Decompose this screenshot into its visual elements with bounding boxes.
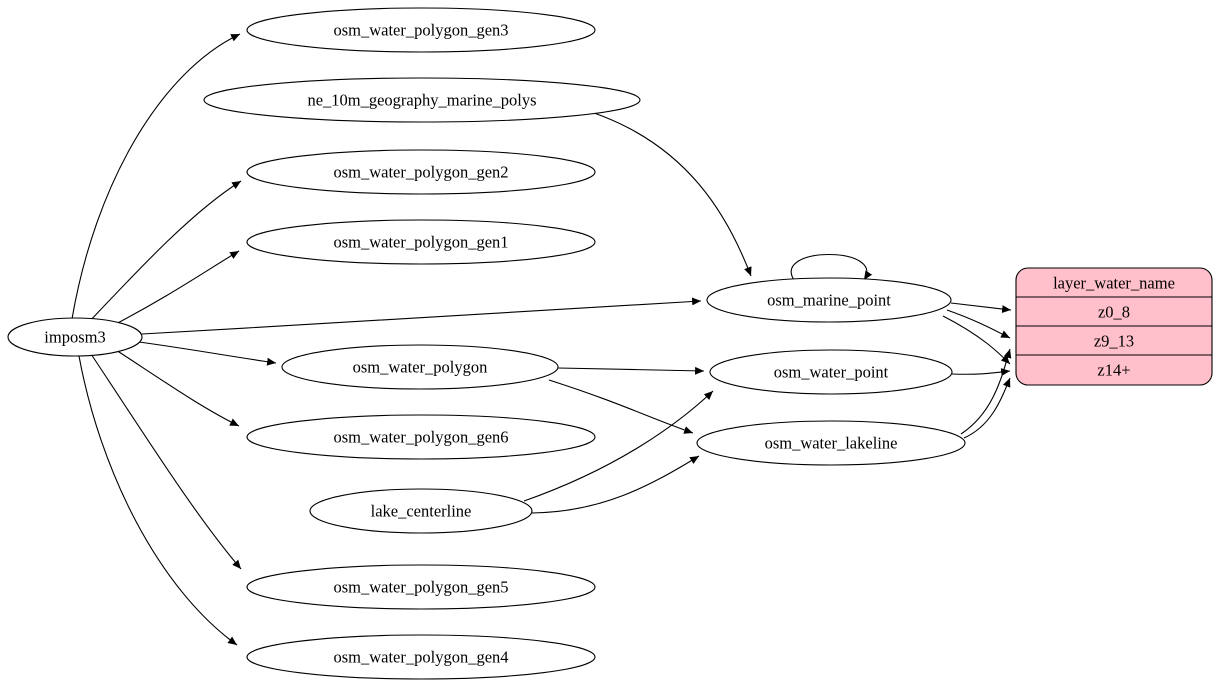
node-layer_water_name: layer_water_name z0_8 z9_13 z14+ — [1015, 267, 1213, 386]
node-lake_centerline: lake_centerline — [309, 488, 533, 534]
node-osm_water_polygon_gen3-shape — [246, 7, 596, 53]
edge-imposm3-to-osm_water_polygon_gen6 — [115, 349, 240, 427]
node-osm_marine_point-label: osm_marine_point — [767, 291, 891, 310]
node-osm_water_lakeline-shape — [696, 420, 966, 466]
edge-lake_centerline-to-osm_water_point — [523, 390, 714, 502]
node-osm_water_polygon-shape — [281, 344, 559, 390]
edge-osm_marine_point-self-loop — [790, 253, 873, 281]
node-osm_water_point-label: osm_water_point — [774, 363, 889, 382]
node-osm_water_polygon_gen6-shape — [246, 414, 596, 460]
edge-osm_marine_point-to-z9_13 — [946, 309, 1011, 339]
node-osm_water_point: osm_water_point — [709, 349, 953, 395]
node-osm_water_polygon_gen3-label: osm_water_polygon_gen3 — [333, 21, 508, 40]
edges-layer — [71, 33, 1012, 646]
node-lake_centerline-shape — [309, 488, 533, 534]
edge-lake_centerline-to-osm_water_lakeline — [531, 455, 700, 514]
node-osm_water_polygon_gen1: osm_water_polygon_gen1 — [246, 219, 596, 265]
edge-osm_water_lakeline-to-z9_13 — [960, 348, 1012, 435]
node-osm_water_polygon_gen1-label: osm_water_polygon_gen1 — [333, 233, 508, 252]
node-osm_water_polygon_gen2-shape — [246, 149, 596, 195]
node-osm_water_polygon_gen5-label: osm_water_polygon_gen5 — [333, 578, 508, 597]
edge-ne_10m_geography_marine_polys-to-osm_marine_point — [593, 112, 752, 277]
edge-osm_water_polygon-to-osm_water_lakeline — [548, 379, 694, 434]
record-row-z9_13: z9_13 — [1094, 332, 1134, 351]
node-osm_water_polygon_gen3: osm_water_polygon_gen3 — [246, 7, 596, 53]
node-osm_water_lakeline-label: osm_water_lakeline — [765, 434, 898, 453]
node-ne_10m_geography_marine_polys-shape — [203, 77, 641, 123]
node-ne_10m_geography_marine_polys: ne_10m_geography_marine_polys — [203, 77, 641, 123]
node-osm_water_point-shape — [709, 349, 953, 395]
edge-osm_water_lakeline-to-z14 — [963, 377, 1011, 439]
node-osm_water_polygon_gen5-shape — [246, 564, 596, 610]
node-lake_centerline-label: lake_centerline — [371, 502, 472, 521]
edge-imposm3-to-osm_marine_point — [141, 297, 702, 335]
edge-imposm3-to-osm_water_polygon_gen3 — [71, 33, 241, 320]
node-osm_water_polygon_gen6-label: osm_water_polygon_gen6 — [333, 428, 508, 447]
node-osm_water_polygon_gen1-shape — [246, 219, 596, 265]
nodes-layer: imposm3 osm_water_polygon_gen3 ne_10m_ge… — [7, 7, 1213, 680]
node-osm_water_polygon_gen2: osm_water_polygon_gen2 — [246, 149, 596, 195]
record-row-z0_8: z0_8 — [1098, 303, 1130, 322]
record-title: layer_water_name — [1053, 274, 1175, 293]
edge-osm_marine_point-to-z0_8 — [950, 302, 1012, 313]
node-osm_water_polygon_gen4-shape — [246, 634, 596, 680]
node-osm_water_lakeline: osm_water_lakeline — [696, 420, 966, 466]
node-imposm3-shape — [7, 317, 143, 357]
node-osm_water_polygon: osm_water_polygon — [281, 344, 559, 390]
record-row-z14: z14+ — [1097, 361, 1130, 380]
node-osm_water_polygon_gen6: osm_water_polygon_gen6 — [246, 414, 596, 460]
edge-osm_water_polygon-to-osm_water_point — [557, 366, 705, 375]
node-osm_water_polygon_gen2-label: osm_water_polygon_gen2 — [333, 163, 508, 182]
edge-imposm3-to-osm_water_polygon_gen4 — [78, 355, 238, 646]
node-osm_marine_point: osm_marine_point — [706, 277, 952, 323]
node-ne_10m_geography_marine_polys-label: ne_10m_geography_marine_polys — [307, 91, 536, 110]
edge-imposm3-to-osm_water_polygon — [138, 341, 277, 366]
node-osm_marine_point-shape — [706, 277, 952, 323]
node-imposm3-label: imposm3 — [44, 328, 105, 347]
edge-imposm3-to-osm_water_polygon_gen5 — [90, 353, 242, 570]
edge-osm_water_point-to-z14 — [951, 368, 1011, 376]
node-osm_water_polygon_gen4-label: osm_water_polygon_gen4 — [333, 648, 508, 667]
edge-imposm3-to-osm_water_polygon_gen2 — [87, 180, 242, 324]
node-osm_water_polygon_gen5: osm_water_polygon_gen5 — [246, 564, 596, 610]
node-imposm3: imposm3 — [7, 317, 143, 357]
edge-osm_marine_point-to-z14 — [942, 315, 1011, 365]
node-osm_water_polygon_gen4: osm_water_polygon_gen4 — [246, 634, 596, 680]
node-osm_water_polygon-label: osm_water_polygon — [353, 358, 488, 377]
edge-imposm3-to-osm_water_polygon_gen1 — [109, 250, 240, 328]
